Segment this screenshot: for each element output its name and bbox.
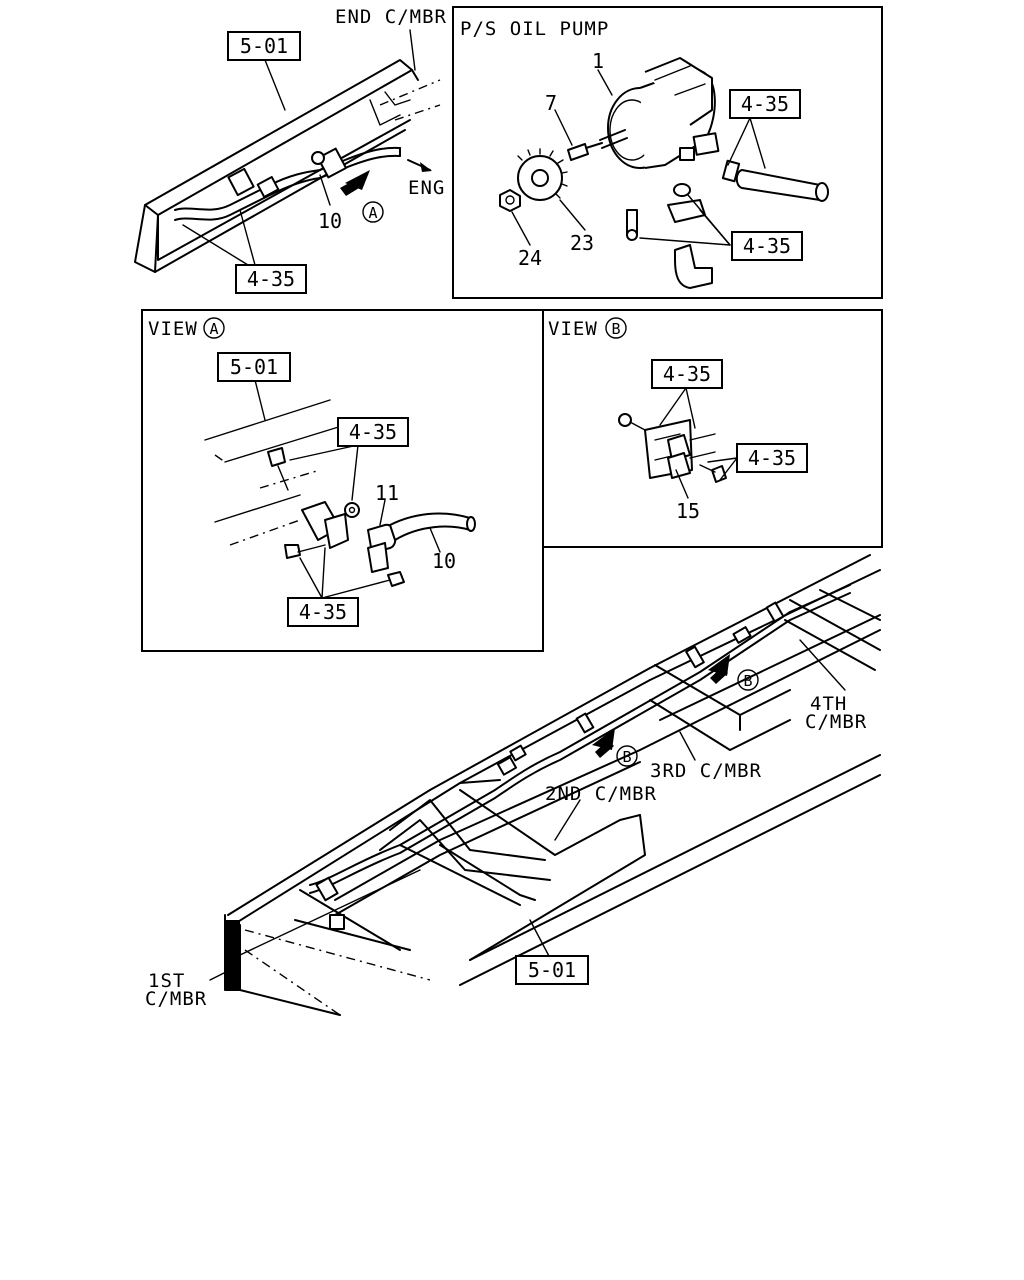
view-b-circle-label: B xyxy=(611,320,620,338)
view-a-title: VIEW xyxy=(148,318,198,340)
view-a-circle-label: A xyxy=(209,320,218,338)
ref-box-4-35-view-b-top xyxy=(651,359,723,389)
ref-box-5-01-view-a xyxy=(217,352,291,382)
view-a-drawing xyxy=(204,379,476,599)
third-cmbr-label: 3RD C/MBR xyxy=(650,760,762,782)
first-cmbr-label-1: 1ST xyxy=(148,970,185,992)
ref-4-35-hose: 4-35 xyxy=(741,92,789,116)
circle-b-lower xyxy=(616,745,638,767)
part-24: 24 xyxy=(518,246,542,270)
part-15: 15 xyxy=(676,499,700,523)
ref-4-35-pump: 4-35 xyxy=(743,234,791,258)
ref-5-01-view-a: 5-01 xyxy=(230,355,278,379)
fourth-cmbr-label-2: C/MBR xyxy=(805,711,867,733)
circle-b-upper xyxy=(737,669,759,691)
part-10-top: 10 xyxy=(318,209,342,233)
eng-label: ENG xyxy=(408,177,445,199)
chassis-frame-drawing xyxy=(209,554,881,1016)
ref-box-4-35-topleft xyxy=(235,264,307,294)
ref-box-4-35-hose xyxy=(729,89,801,119)
part-7: 7 xyxy=(545,91,557,115)
ps-oil-pump-panel xyxy=(452,6,883,299)
part-10-view-a: 10 xyxy=(432,549,456,573)
ref-box-5-01-bottom xyxy=(515,955,589,985)
ref-box-4-35-pump xyxy=(731,231,803,261)
second-cmbr-label: 2ND C/MBR xyxy=(545,783,657,805)
top-left-rail-drawing xyxy=(134,29,441,273)
oil-pump-drawing xyxy=(499,57,829,289)
ps-oil-pump-title: P/S OIL PUMP xyxy=(460,18,609,40)
ref-4-35-view-b-top: 4-35 xyxy=(663,362,711,386)
ref-5-01-top: 5-01 xyxy=(240,34,288,58)
part-11: 11 xyxy=(375,481,399,505)
ref-box-5-01-top xyxy=(227,31,301,61)
circle-a-top xyxy=(362,201,384,223)
view-a-circle xyxy=(203,317,225,339)
circle-b-upper-label: B xyxy=(743,672,752,690)
view-b-title: VIEW xyxy=(548,318,598,340)
fourth-cmbr-label-1: 4TH xyxy=(810,693,847,715)
view-b-circle xyxy=(605,317,627,339)
ref-4-35-view-a-bottom: 4-35 xyxy=(299,600,347,624)
ref-4-35-view-a-top: 4-35 xyxy=(349,420,397,444)
circle-b-lower-label: B xyxy=(622,748,631,766)
end-cmbr-label: END C/MBR xyxy=(335,6,447,28)
ref-4-35-view-b-right: 4-35 xyxy=(748,446,796,470)
first-cmbr-label-2: C/MBR xyxy=(145,988,207,1010)
view-b-panel xyxy=(542,309,883,548)
ref-5-01-bottom: 5-01 xyxy=(528,958,576,982)
ref-box-4-35-view-a-bottom xyxy=(287,597,359,627)
ref-box-4-35-view-b-right xyxy=(736,443,808,473)
ref-4-35-topleft: 4-35 xyxy=(247,267,295,291)
view-b-drawing xyxy=(618,387,738,499)
part-23: 23 xyxy=(570,231,594,255)
part-1: 1 xyxy=(592,49,604,73)
ref-box-4-35-view-a-top xyxy=(337,417,409,447)
circle-a-top-label: A xyxy=(368,204,377,222)
